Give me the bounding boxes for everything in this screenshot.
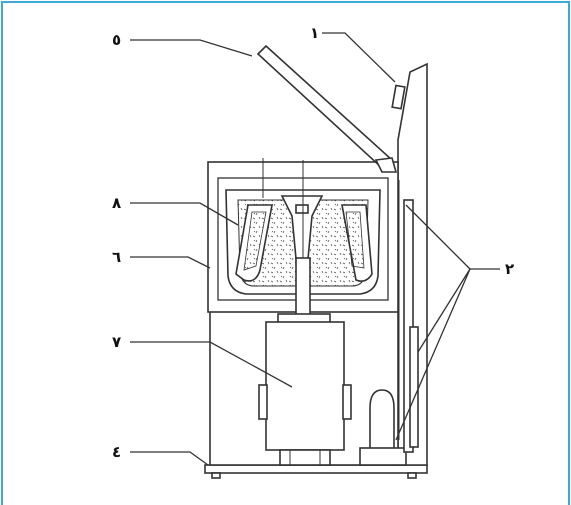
label-1: ١ bbox=[310, 24, 319, 42]
leader-2a bbox=[405, 204, 471, 270]
leader-2c bbox=[395, 268, 471, 441]
damper-rod-short bbox=[409, 326, 419, 448]
label-5: ٥ bbox=[112, 31, 121, 49]
leader-5 bbox=[130, 39, 253, 57]
leader-1 bbox=[322, 32, 396, 83]
motor-mount-right bbox=[342, 384, 352, 420]
label-7: ٧ bbox=[112, 333, 121, 351]
leader-4 bbox=[130, 451, 209, 466]
foot-left bbox=[211, 472, 221, 479]
drive-shaft bbox=[295, 257, 311, 321]
leader-8 bbox=[130, 202, 239, 226]
control-panel bbox=[391, 84, 406, 110]
motor-base bbox=[279, 449, 331, 466]
pump-base bbox=[359, 447, 407, 466]
motor bbox=[265, 321, 345, 451]
tube-left-inner bbox=[243, 211, 267, 271]
motor-mount-left bbox=[258, 384, 268, 420]
leader-7 bbox=[130, 341, 293, 388]
label-4: ٤ bbox=[112, 443, 121, 461]
pump-bulb bbox=[369, 389, 395, 451]
base-plate bbox=[204, 464, 428, 474]
tube-right-inner bbox=[345, 211, 365, 269]
foot-right bbox=[407, 472, 417, 479]
damper-rod-long bbox=[403, 199, 414, 453]
lid bbox=[256, 44, 394, 170]
leader-6 bbox=[130, 256, 211, 269]
label-6: ٦ bbox=[112, 248, 121, 266]
label-8: ٨ bbox=[112, 194, 121, 212]
leader-2b bbox=[417, 268, 471, 353]
lid-hinge bbox=[374, 157, 398, 173]
rotor-top bbox=[295, 204, 309, 214]
label-2: ٢ bbox=[505, 260, 514, 278]
